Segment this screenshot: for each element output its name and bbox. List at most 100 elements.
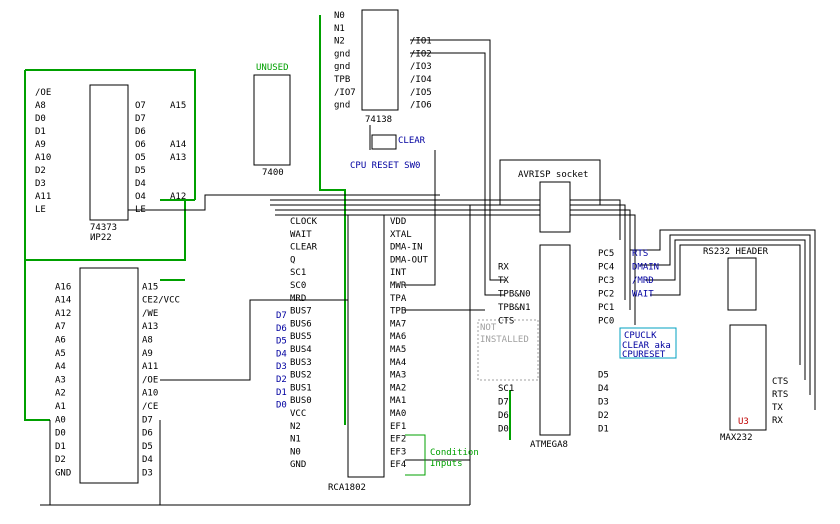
chip-74373: 74373 ИР22 xyxy=(89,84,129,243)
atmega8-tag: DMAIN xyxy=(632,263,659,273)
max232-ref: U3 xyxy=(738,417,749,427)
rca1802-left-pin: Q xyxy=(290,255,295,265)
atmega8-tag: RTS xyxy=(632,249,648,259)
reset-switch: CLEAR CPU RESET SW0 xyxy=(350,134,426,171)
rca1802-right-pin: TPB xyxy=(390,307,406,317)
atmega8-left-pin: SC1 xyxy=(498,384,514,394)
rca1802-right-pin: DMA-OUT xyxy=(390,255,429,265)
u74138-right-pin: /IO6 xyxy=(410,101,432,111)
atmega8-right-pin: D4 xyxy=(598,384,609,394)
rca1802-right-pin: MA6 xyxy=(390,332,406,342)
svg-text:CLEAR aka: CLEAR aka xyxy=(622,341,671,351)
ram-left-pin: A16 xyxy=(55,282,71,292)
rca1802-right-pin: MA7 xyxy=(390,319,406,329)
rca1802-left-pin: CLOCK xyxy=(290,217,318,227)
ram-left-pin: A6 xyxy=(55,336,66,346)
svg-text:Inputs: Inputs xyxy=(430,459,463,469)
rca1802-data-pin: D6 xyxy=(276,324,287,334)
ram-left-pin: A3 xyxy=(55,375,66,385)
u74373-left-pin: D3 xyxy=(35,179,46,189)
atmega8-left-pin: TPB&N0 xyxy=(498,290,531,300)
rca1802-right-pin: XTAL xyxy=(390,230,412,240)
atmega8-left-pin: TPB&N1 xyxy=(498,303,531,313)
chip-7400-label: 7400 xyxy=(262,168,284,178)
ram-left-pin: A1 xyxy=(55,402,66,412)
max232-label: MAX232 xyxy=(720,433,753,443)
u74138-right-pin: /IO3 xyxy=(410,62,432,72)
u74138-left-pin: gnd xyxy=(334,62,350,72)
chip-max232: MAX232 U3 xyxy=(720,324,767,443)
u74138-left-pin: N1 xyxy=(334,24,345,34)
rca1802-left-pin: BUS2 xyxy=(290,371,312,381)
u74373-bus-pin: A12 xyxy=(170,192,186,202)
ram-right-pin: D3 xyxy=(142,469,153,479)
black-wires xyxy=(40,39,816,506)
atmega8-right-pin: PC3 xyxy=(598,276,614,286)
u74373-right-pin: LE xyxy=(135,205,146,215)
rca1802-data-pin: D3 xyxy=(276,362,287,372)
ram-right-pin: D7 xyxy=(142,415,153,425)
ram-left-pin: A14 xyxy=(55,296,71,306)
rca1802-left-pin: GND xyxy=(290,460,306,470)
svg-text:INSTALLED: INSTALLED xyxy=(480,335,529,345)
atmega8-left-pin: D6 xyxy=(498,411,509,421)
rs232-label: RS232 HEADER xyxy=(703,247,769,257)
chip-rca1802: RCA1802 xyxy=(328,214,385,493)
rca1802-left-pin: SC1 xyxy=(290,268,306,278)
u74373-left-pin: D1 xyxy=(35,127,46,137)
rca1802-right-pin: DMA-IN xyxy=(390,243,423,253)
ram-left-pin: A5 xyxy=(55,349,66,359)
rca1802-left-pin: BUS3 xyxy=(290,358,312,368)
u74373-right-pin: D7 xyxy=(135,114,146,124)
reset-label: CPU RESET SW0 xyxy=(350,161,420,171)
rca1802-data-pin: D5 xyxy=(276,337,287,347)
u74138-right-pin: /IO5 xyxy=(410,88,432,98)
rca1802-left-pin: BUS1 xyxy=(290,383,312,393)
rca1802-right-pin: MA2 xyxy=(390,383,406,393)
atmega8-left-pin: D7 xyxy=(498,398,509,408)
atmega8-left-pin: TX xyxy=(498,276,509,286)
max232-right-pin: TX xyxy=(772,403,783,413)
atmega8-right-pin: D1 xyxy=(598,425,609,435)
rca1802-right-pin: MA4 xyxy=(390,358,406,368)
ram-left-pin: D2 xyxy=(55,455,66,465)
u74373-left-pin: LE xyxy=(35,205,46,215)
atmega8-right-pin: PC5 xyxy=(598,249,614,259)
chip-ram xyxy=(79,267,139,484)
ram-right-pin: /WE xyxy=(142,309,158,319)
rca1802-left-pin: CLEAR xyxy=(290,243,318,253)
max232-right-pin: CTS xyxy=(772,377,788,387)
u74373-bus-pin: A15 xyxy=(170,101,186,111)
u74373-left-pin: A11 xyxy=(35,192,51,202)
rca1802-right-pin: EF2 xyxy=(390,435,406,445)
u74138-left-pin: N0 xyxy=(334,11,345,21)
rca1802-right-pin: MA0 xyxy=(390,409,406,419)
ram-right-pin: A9 xyxy=(142,349,153,359)
rca1802-data-pin: D2 xyxy=(276,375,287,385)
max232-right-pin: RX xyxy=(772,416,783,426)
atmega8-right-pin: PC4 xyxy=(598,263,614,273)
rca1802-data-pin: D4 xyxy=(276,349,287,359)
atmega8-left-pin: RX xyxy=(498,263,509,273)
ram-right-pin: A11 xyxy=(142,362,158,372)
chip-7400: UNUSED 7400 xyxy=(253,63,291,178)
rca1802-left-pin: WAIT xyxy=(290,230,312,240)
green-bus xyxy=(24,15,511,440)
atmega8-right-pin: D5 xyxy=(598,371,609,381)
rca1802-data-pin: D0 xyxy=(276,401,287,411)
rca1802-data-pin: D1 xyxy=(276,388,287,398)
ram-right-pin: A13 xyxy=(142,322,158,332)
u74138-right-pin: /IO4 xyxy=(410,75,432,85)
u74138-right-pin: /IO2 xyxy=(410,49,432,59)
rca1802-right-pin: EF3 xyxy=(390,447,406,457)
ram-right-pin: /OE xyxy=(142,375,158,385)
ram-right-pin: /CE xyxy=(142,402,158,412)
ram-left-pin: D0 xyxy=(55,429,66,439)
not-installed-label: NOT xyxy=(480,323,497,333)
rca1802-right-pin: MWR xyxy=(390,281,407,291)
ram-right-pin: D6 xyxy=(142,429,153,439)
atmega8-tag: WAIT xyxy=(632,290,654,300)
rca1802-left-pin: BUS6 xyxy=(290,319,312,329)
svg-text:CPURESET: CPURESET xyxy=(622,350,666,360)
u74373-right-pin: O5 xyxy=(135,153,146,163)
